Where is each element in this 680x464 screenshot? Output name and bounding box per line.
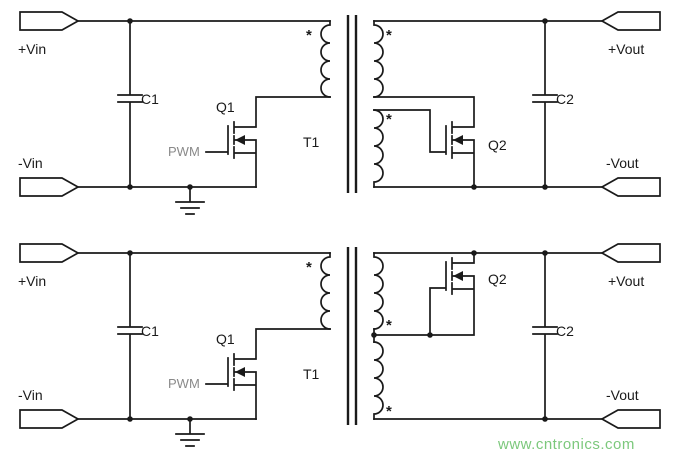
- polarity-asterisk: *: [386, 317, 392, 334]
- output-terminal-positive: [600, 243, 661, 263]
- label-vin-positive: +Vin: [18, 273, 46, 289]
- label-c2: C2: [556, 91, 574, 107]
- label-c1: C1: [141, 323, 159, 339]
- circuit-bottom: +Vin -Vin C1 Q1 PWM T1 Q2 C2 +Vout -Vout…: [18, 243, 661, 447]
- label-vout-positive: +Vout: [608, 41, 644, 57]
- label-vout-negative: -Vout: [606, 387, 639, 403]
- junction-dot: [542, 184, 548, 190]
- polarity-asterisk: *: [306, 259, 312, 276]
- junction-dot: [542, 250, 548, 256]
- junction-dot: [127, 18, 133, 24]
- transformer-core: [346, 247, 358, 425]
- junction-dot: [427, 332, 433, 338]
- mosfet-q2: [373, 252, 475, 336]
- label-vin-positive: +Vin: [18, 41, 46, 57]
- capacitor-c1: [117, 20, 143, 188]
- junction-dot: [542, 416, 548, 422]
- mosfet-arrow: [235, 367, 245, 377]
- label-q2: Q2: [488, 137, 507, 153]
- primary-winding: [320, 252, 331, 330]
- capacitor-c2: [532, 252, 558, 420]
- secondary-winding-1: [373, 252, 384, 330]
- label-q2: Q2: [488, 271, 507, 287]
- label-q1: Q1: [216, 331, 235, 347]
- mosfet-q2: [373, 96, 475, 188]
- output-terminal-negative: [600, 177, 661, 197]
- label-vin-negative: -Vin: [18, 387, 43, 403]
- secondary-winding-2: [373, 341, 384, 420]
- power-rails: [77, 20, 603, 188]
- junction-dot: [127, 416, 133, 422]
- input-terminal-negative: [19, 409, 80, 429]
- transformer-t1: [320, 247, 384, 425]
- polarity-asterisk: *: [386, 111, 392, 128]
- ground-symbol: [175, 186, 205, 215]
- circuit-top: +Vin -Vin C1 Q1 PWM T1 Q2 C2 +Vout -Vout…: [18, 11, 661, 215]
- mosfet-arrow: [453, 135, 463, 145]
- capacitor-c2: [532, 20, 558, 188]
- polarity-asterisk: *: [386, 403, 392, 420]
- polarity-asterisk: *: [306, 27, 312, 44]
- mosfet-arrow: [453, 271, 463, 281]
- output-terminal-negative: [600, 409, 661, 429]
- transformer-t1: [320, 15, 384, 193]
- input-terminal-negative: [19, 177, 80, 197]
- junction-dot: [542, 18, 548, 24]
- label-vout-positive: +Vout: [608, 273, 644, 289]
- polarity-asterisk: *: [386, 27, 392, 44]
- secondary-winding-1: [373, 20, 384, 98]
- junction-dot: [371, 332, 377, 338]
- mosfet-q1: [205, 96, 331, 188]
- label-t1: T1: [303, 366, 320, 382]
- mosfet-q1: [205, 328, 331, 420]
- primary-winding: [320, 20, 331, 98]
- mosfet-arrow: [235, 135, 245, 145]
- transformer-core: [346, 15, 358, 193]
- watermark-text: www.cntronics.com: [497, 436, 635, 453]
- secondary-winding-2: [373, 109, 384, 188]
- label-pwm: PWM: [168, 376, 200, 391]
- junction-dot: [187, 184, 193, 190]
- label-pwm: PWM: [168, 144, 200, 159]
- label-c1: C1: [141, 91, 159, 107]
- label-t1: T1: [303, 134, 320, 150]
- input-terminal-positive: [19, 11, 80, 31]
- junction-dot: [471, 184, 477, 190]
- junction-dot: [127, 250, 133, 256]
- junction-dot: [187, 416, 193, 422]
- label-c2: C2: [556, 323, 574, 339]
- junction-dot: [471, 250, 477, 256]
- ground-symbol: [175, 418, 205, 447]
- label-vout-negative: -Vout: [606, 155, 639, 171]
- label-q1: Q1: [216, 99, 235, 115]
- label-vin-negative: -Vin: [18, 155, 43, 171]
- power-rails: [77, 252, 603, 420]
- input-terminal-positive: [19, 243, 80, 263]
- output-terminal-positive: [600, 11, 661, 31]
- junction-dot: [127, 184, 133, 190]
- capacitor-c1: [117, 252, 143, 420]
